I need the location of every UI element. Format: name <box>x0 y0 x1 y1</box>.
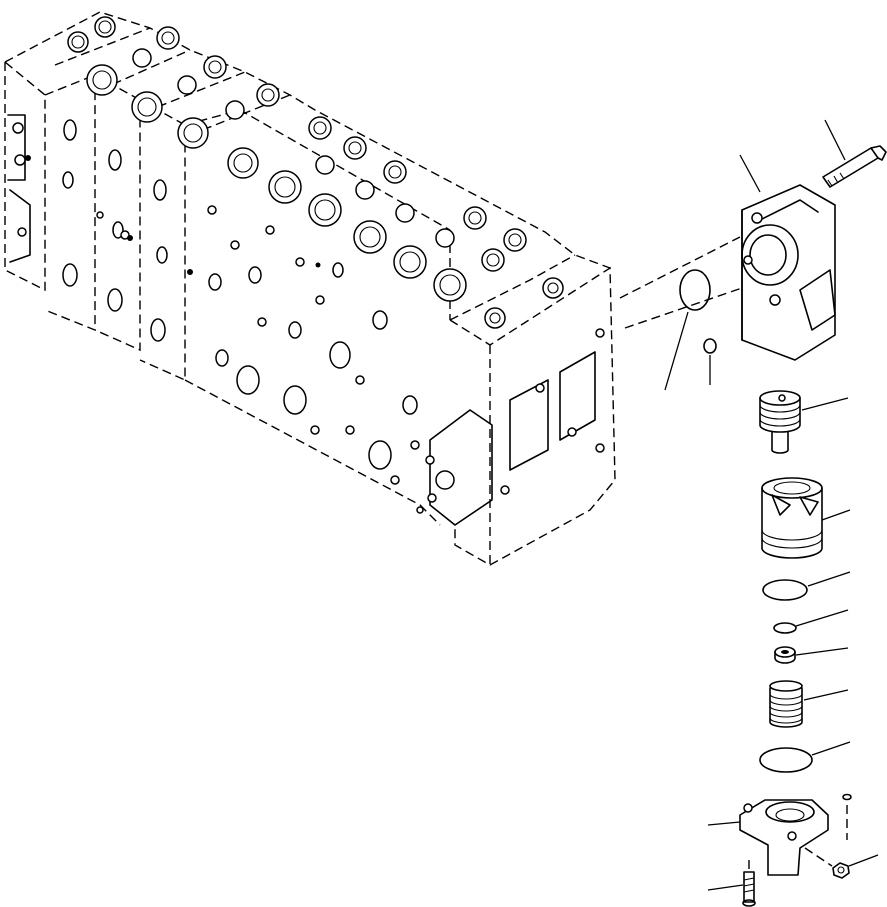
cap-bolt <box>707 860 756 907</box>
o-ring-sleeve <box>762 571 851 601</box>
top-ports <box>67 16 564 329</box>
bolt <box>822 119 887 188</box>
sleeve <box>761 477 851 559</box>
nut <box>804 847 879 879</box>
spring <box>769 680 849 728</box>
control-valve-block <box>4 11 743 566</box>
plug <box>774 646 849 664</box>
valve-cover <box>739 154 836 361</box>
end-cap <box>707 799 829 876</box>
o-ring-base <box>759 741 851 773</box>
o-ring-large <box>664 269 711 391</box>
o-ring-mini <box>773 609 849 634</box>
spool <box>759 390 849 454</box>
side-holes <box>25 119 424 514</box>
o-ring-small <box>703 338 717 385</box>
pin <box>842 793 852 840</box>
